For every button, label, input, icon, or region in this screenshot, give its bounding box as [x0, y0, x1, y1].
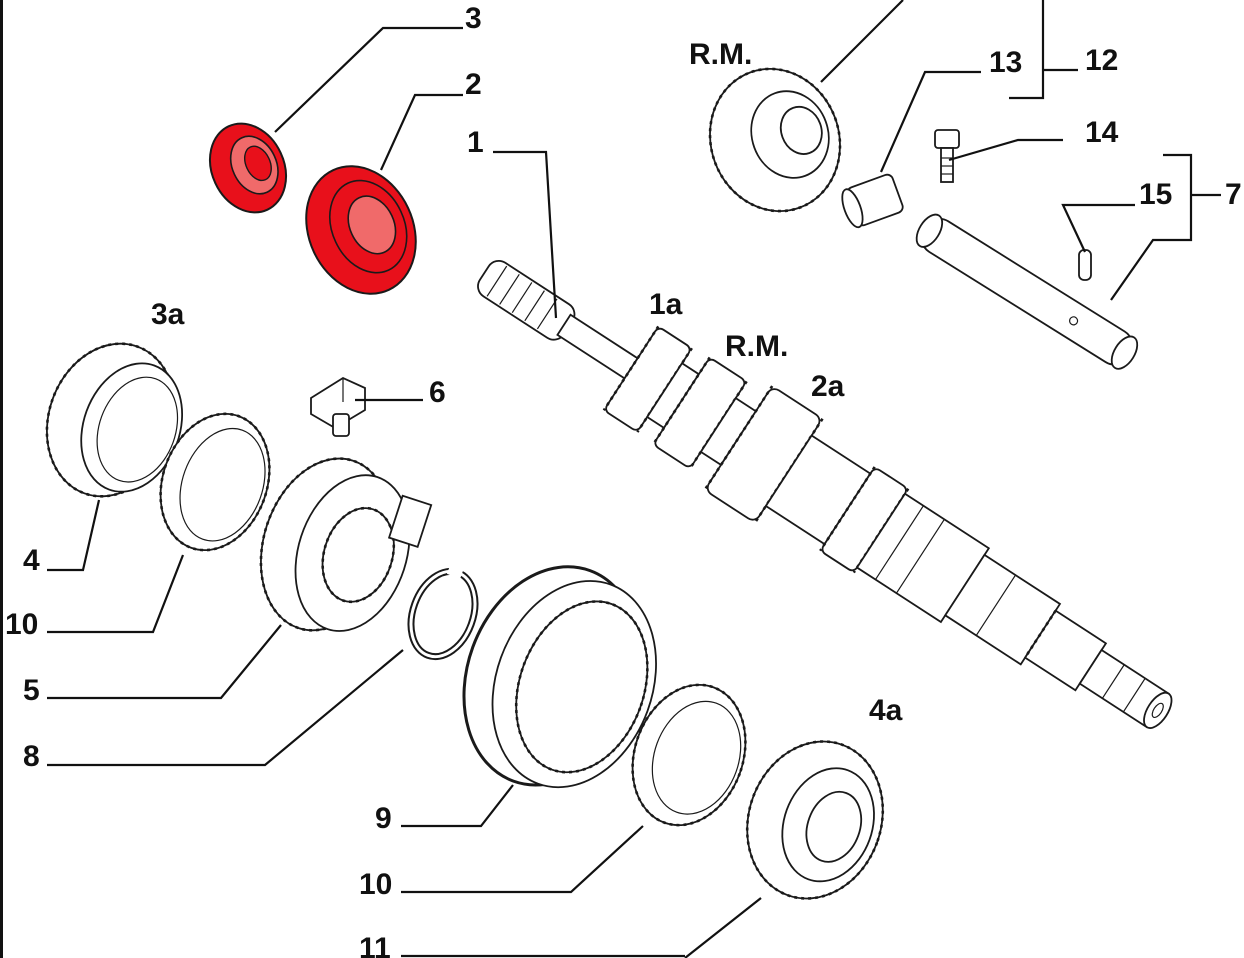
label-5: 5	[23, 674, 40, 707]
label-4: 4	[23, 544, 40, 577]
label-4a: 4a	[869, 694, 903, 727]
label-15: 15	[1139, 178, 1172, 211]
leader-lines	[47, 0, 1221, 958]
synchro-ring-10-lower[interactable]	[614, 669, 765, 841]
reverse-idler-gear[interactable]	[690, 50, 860, 229]
label-9: 9	[375, 802, 392, 835]
label-8: 8	[23, 740, 40, 773]
callout-labels: 3 2 1 R.M. 13 12 14 15 7 3a 1a R.M. 2a 6…	[5, 2, 1242, 958]
needle-bushing-13[interactable]	[838, 173, 904, 230]
label-3: 3	[465, 2, 482, 35]
roll-pin-15[interactable]	[1078, 249, 1092, 281]
label-7: 7	[1225, 178, 1242, 211]
label-6: 6	[429, 376, 446, 409]
label-13: 13	[989, 46, 1022, 79]
synchro-sleeve-9[interactable]	[434, 542, 685, 816]
synchro-hub-5[interactable]	[240, 442, 437, 656]
synchro-ring-10-upper[interactable]	[142, 398, 288, 565]
label-11: 11	[359, 932, 391, 958]
label-1a: 1a	[649, 288, 683, 321]
label-10-lower: 10	[359, 868, 392, 901]
snap-ring-8[interactable]	[400, 558, 488, 666]
bolt-14[interactable]	[934, 129, 960, 183]
bearing-3[interactable]	[196, 111, 300, 225]
label-12: 12	[1085, 44, 1118, 77]
synchro-key-6[interactable]	[310, 376, 366, 437]
gear-4[interactable]	[26, 325, 203, 517]
label-10-upper: 10	[5, 608, 38, 641]
label-14: 14	[1085, 116, 1119, 149]
reverse-shaft-7[interactable]	[911, 210, 1142, 373]
label-2: 2	[465, 68, 482, 101]
bearing-2[interactable]	[286, 148, 436, 312]
label-3a: 3a	[151, 298, 185, 331]
label-rm-mid: R.M.	[725, 330, 788, 363]
exploded-gearbox-diagram: 3 2 1 R.M. 13 12 14 15 7 3a 1a R.M. 2a 6…	[5, 0, 1242, 958]
label-rm-top: R.M.	[689, 38, 752, 71]
label-2a: 2a	[811, 370, 845, 403]
main-shaft[interactable]	[451, 221, 1200, 768]
gear-11[interactable]	[726, 722, 905, 917]
label-1: 1	[467, 126, 484, 159]
